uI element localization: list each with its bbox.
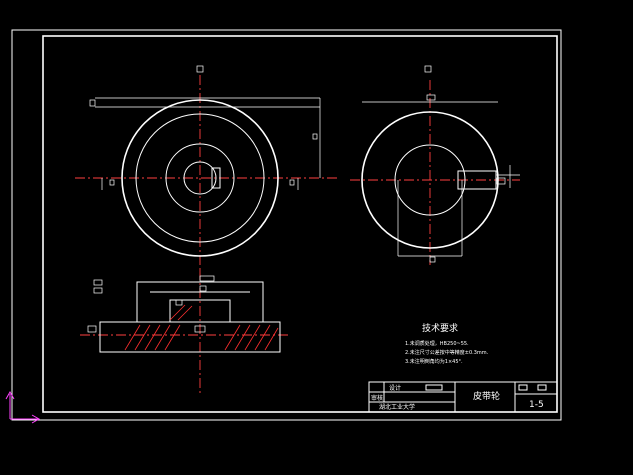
sheet-outer-border	[11, 29, 562, 421]
tech-req-item-1: 1.未调质处理，HB250~55.	[405, 340, 469, 347]
tech-req-item-2: 2.未注尺寸公差按中等精度±0.3mm.	[405, 349, 489, 356]
designer-label: 设计	[389, 384, 401, 392]
school-name: 湖北工业大学	[379, 403, 415, 411]
drawing-number: 1-5	[529, 400, 544, 410]
title-block[interactable]: 设计 审核 湖北工业大学 皮带轮 1-5	[368, 381, 558, 413]
front-view[interactable]	[75, 65, 340, 270]
side-view[interactable]	[350, 65, 520, 265]
sheet-inner-border	[42, 35, 558, 413]
tech-req-title: 技术要求	[422, 322, 458, 334]
tech-req-item-3: 3.未注明倒角均为1×45°.	[405, 358, 463, 365]
technical-requirements: 技术要求 1.未调质处理，HB250~55. 2.未注尺寸公差按中等精度±0.3…	[405, 322, 489, 365]
part-name: 皮带轮	[473, 390, 500, 402]
section-view[interactable]	[80, 270, 290, 395]
checker-label: 审核	[371, 394, 383, 402]
ucs-icon	[5, 390, 41, 424]
